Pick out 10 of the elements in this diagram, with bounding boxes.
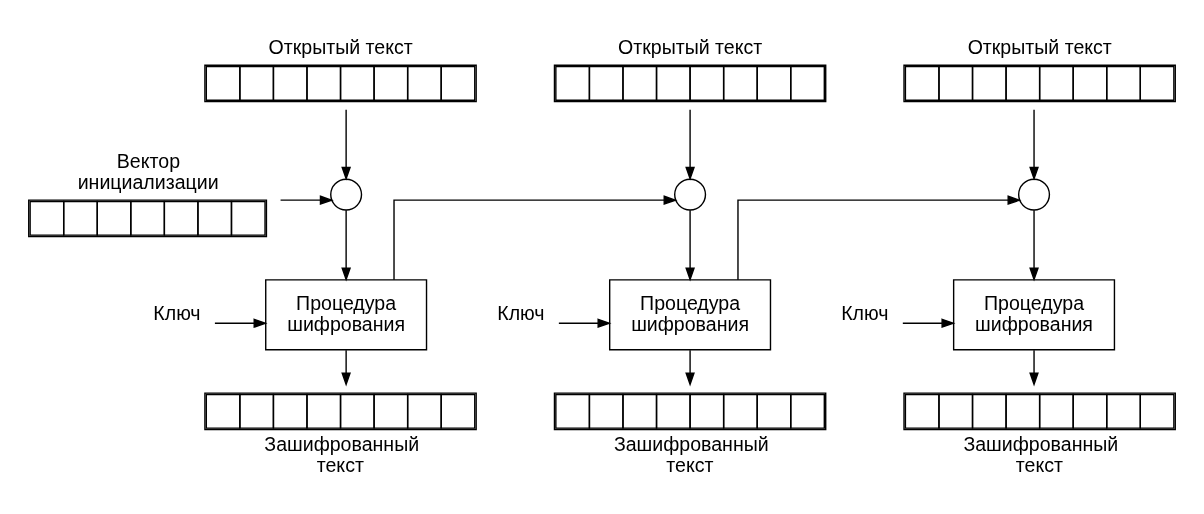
node-text: Ключ bbox=[497, 301, 545, 324]
node-text: Ключ bbox=[153, 301, 201, 324]
node-label: Вектор инициализации bbox=[77, 149, 219, 193]
node-label: Открытый текст bbox=[268, 35, 413, 58]
node-label: Открытый текст bbox=[618, 35, 763, 58]
node-text: Ключ bbox=[841, 301, 889, 324]
node-label: Зашифрованный текст bbox=[613, 432, 769, 476]
node-label: Открытый текст bbox=[967, 35, 1112, 58]
node-label: Зашифрованный текст bbox=[963, 432, 1119, 476]
node-label: Зашифрованный текст bbox=[264, 432, 420, 476]
